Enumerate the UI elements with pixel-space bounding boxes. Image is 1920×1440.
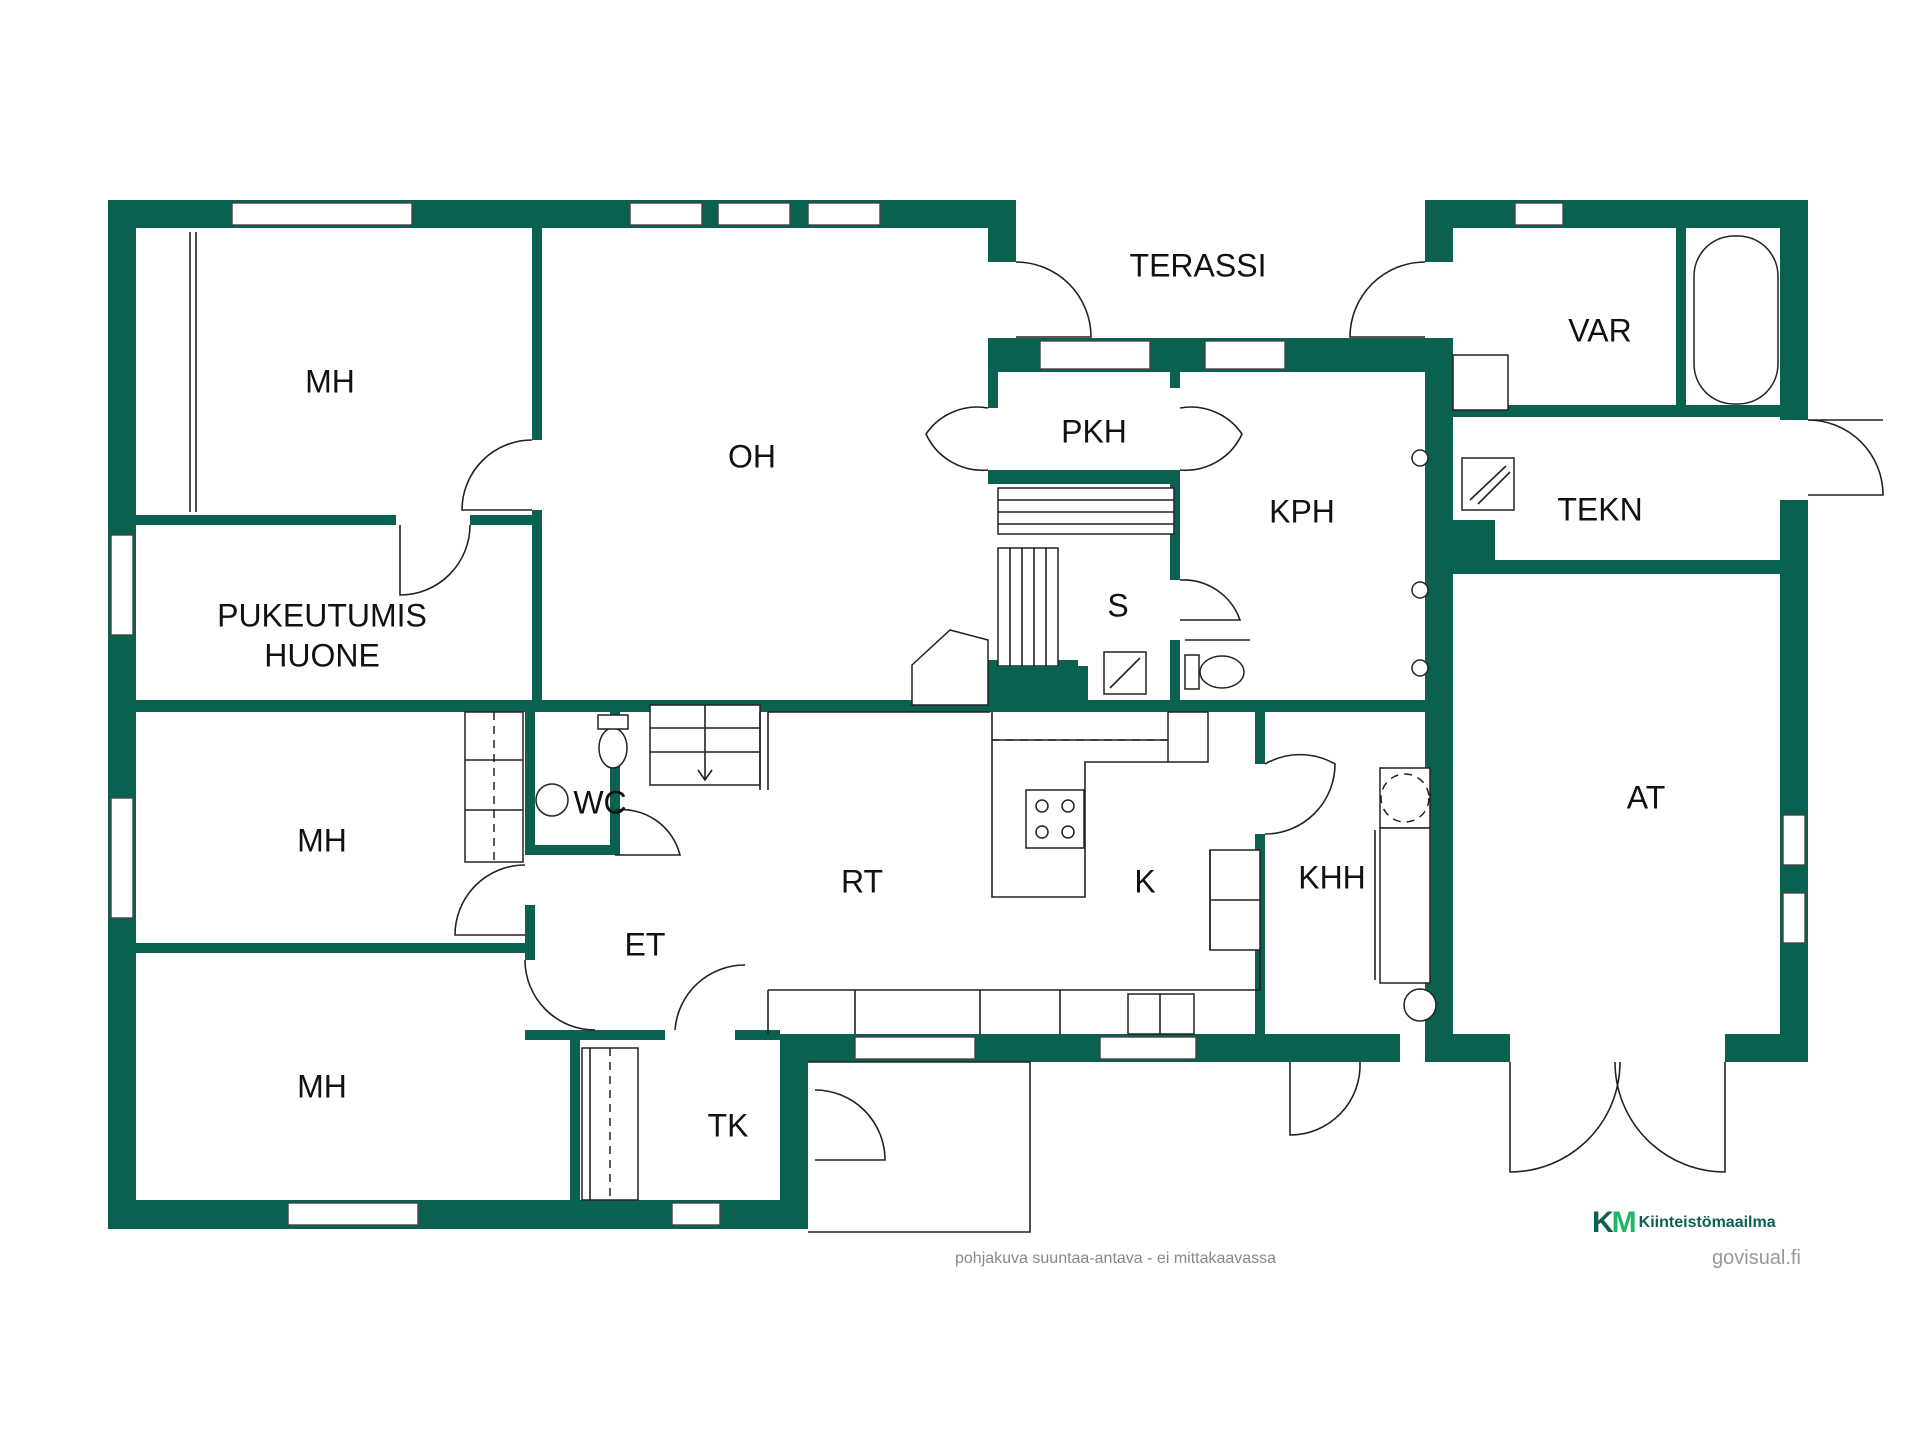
doors — [399, 261, 1884, 1173]
room-label-terassi: TERASSI — [1130, 247, 1267, 283]
shower-icon — [1411, 659, 1429, 677]
toilet-icon — [598, 727, 628, 769]
room-label-pkh: PKH — [1061, 413, 1127, 449]
room-label-mh-bottom: MH — [297, 1068, 347, 1104]
shower-icon — [1411, 449, 1429, 467]
room-label-et: ET — [625, 926, 666, 962]
brand-logo: KM Kiinteistömaailma — [1592, 1206, 1776, 1240]
room-label-tekn: TEKN — [1557, 491, 1642, 527]
room-label-khh: KHH — [1298, 859, 1366, 895]
disclaimer-text: pohjakuva suuntaa-antava - ei mittakaava… — [955, 1250, 1277, 1267]
room-label-k: K — [1134, 863, 1155, 899]
outer-walls — [108, 200, 1808, 1229]
room-label-mh-top: MH — [305, 363, 355, 399]
bathtub-icon — [1693, 235, 1779, 405]
room-label-s: S — [1107, 587, 1128, 623]
windows — [110, 202, 1806, 1226]
shower-icon — [1411, 581, 1429, 599]
room-label-pukeutumis-line1: PUKEUTUMIS — [217, 597, 427, 633]
washbasin-icon — [535, 783, 569, 817]
room-label-mh-middle: MH — [297, 822, 347, 858]
room-label-kph: KPH — [1269, 493, 1335, 529]
fixtures — [189, 232, 1779, 1233]
room-label-pukeutumis-line2: HUONE — [264, 637, 380, 673]
room-label-wc: WC — [573, 784, 626, 820]
brand-name: Kiinteistömaailma — [1638, 1214, 1776, 1231]
stove-icon — [1025, 789, 1085, 849]
electric-panel-icon — [1167, 711, 1209, 763]
room-labels: MH OH TERASSI VAR PKH KPH TEKN S PUKEUTU… — [217, 247, 1665, 1143]
sink-icon — [1403, 988, 1437, 1022]
credit-text: govisual.fi — [1712, 1247, 1801, 1269]
room-label-rt: RT — [841, 863, 883, 899]
stairs-icon — [997, 487, 1175, 535]
room-label-at: AT — [1627, 779, 1666, 815]
km-logo-icon: KM — [1592, 1206, 1637, 1239]
sink-icon — [1127, 993, 1195, 1035]
room-label-tk: TK — [708, 1107, 749, 1143]
room-label-oh: OH — [728, 438, 776, 474]
toilet-icon — [1184, 654, 1200, 690]
room-label-var: VAR — [1568, 312, 1631, 348]
washer-icon — [1380, 773, 1430, 823]
